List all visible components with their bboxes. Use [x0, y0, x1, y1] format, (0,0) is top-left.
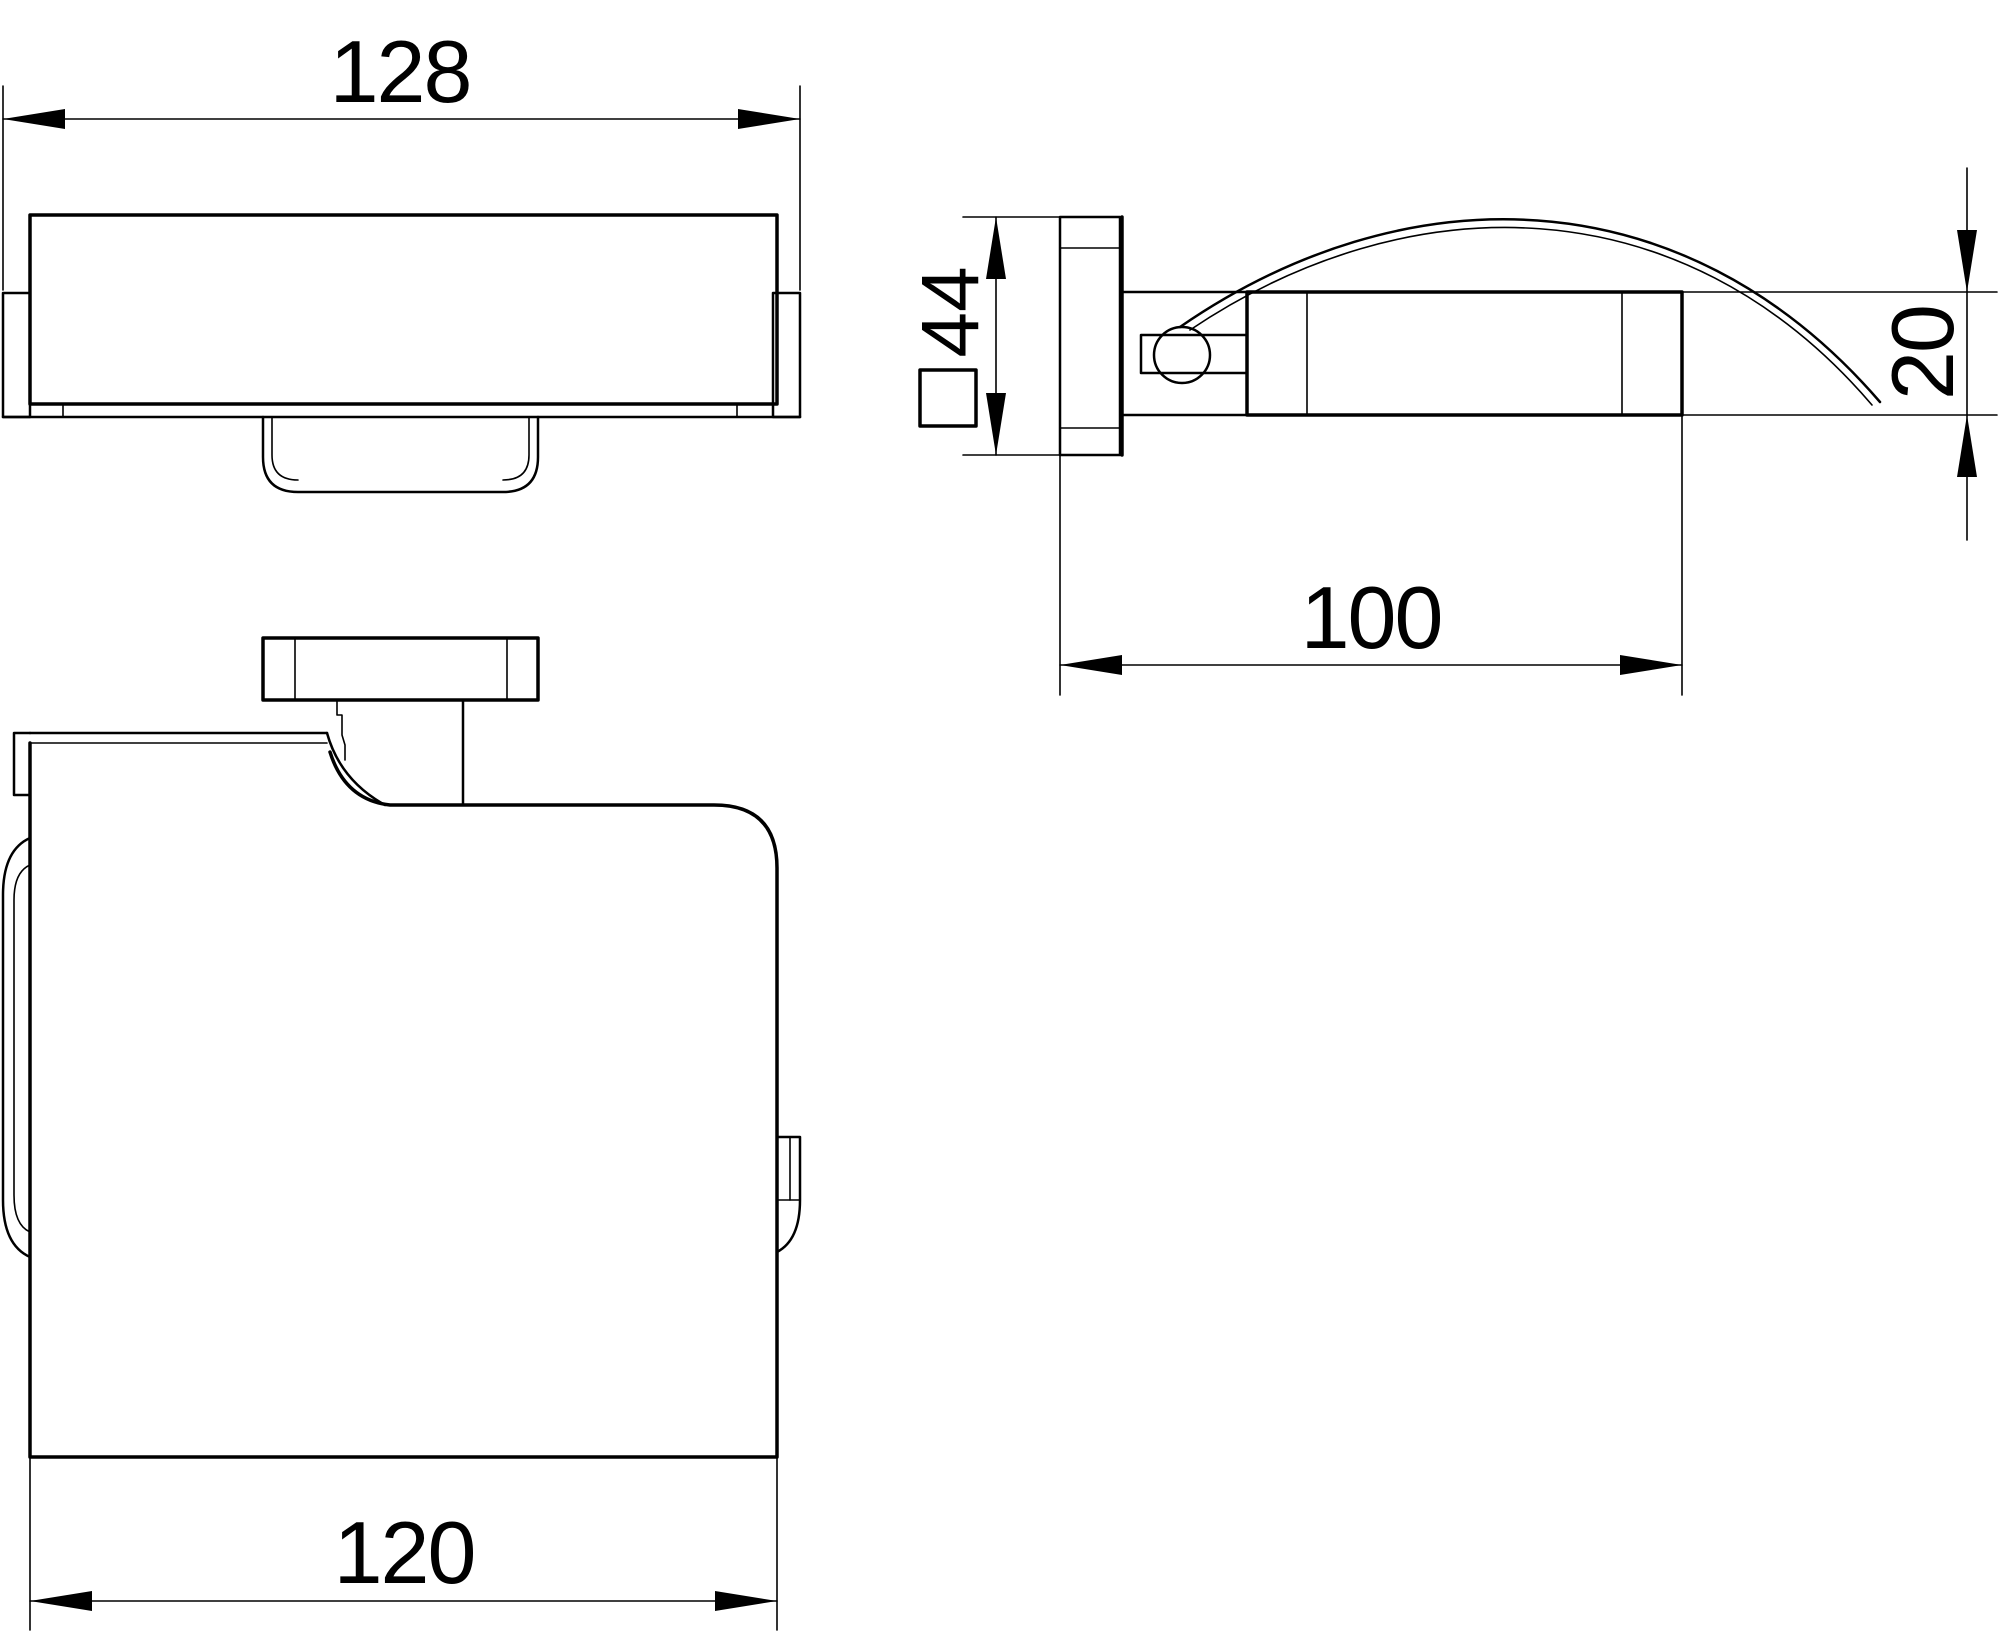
arrow-right-icon — [1620, 655, 1682, 675]
side-height-label: 20 — [1873, 306, 1972, 400]
top-view: 128 — [1, 22, 802, 494]
side-depth-dimension: 100 — [1059, 568, 1683, 675]
square-profile-label: 44 — [905, 266, 996, 357]
cover-arc — [1178, 218, 1882, 404]
pull-tab — [261, 415, 540, 494]
arrow-right-icon — [715, 1591, 777, 1611]
arrow-down-icon — [1957, 230, 1977, 292]
arrow-up-icon — [986, 217, 1006, 279]
arrow-down-icon — [986, 393, 1006, 455]
side-height-dimension: 20 — [1873, 167, 1977, 541]
mount-plate — [1058, 215, 1122, 457]
front-view: 120 — [1, 636, 802, 1631]
square-profile-dimension: 44 — [905, 216, 1006, 456]
front-width-label: 120 — [334, 1503, 475, 1602]
arrow-left-icon — [30, 1591, 92, 1611]
top-width-label: 128 — [330, 22, 471, 121]
side-view: 44 100 20 — [905, 167, 1998, 696]
front-cover-outline — [28, 741, 779, 1459]
top-width-dimension: 128 — [2, 22, 801, 129]
side-depth-label: 100 — [1301, 568, 1442, 667]
arrow-right-icon — [738, 109, 800, 129]
arrow-left-icon — [1060, 655, 1122, 675]
front-mount-plate — [261, 636, 540, 702]
arrow-up-icon — [1957, 415, 1977, 477]
square-symbol-icon — [918, 368, 978, 428]
arrow-left-icon — [3, 109, 65, 129]
spindle-body — [1245, 290, 1684, 417]
front-width-dimension: 120 — [29, 1503, 778, 1611]
cover-top-outline — [28, 213, 779, 406]
